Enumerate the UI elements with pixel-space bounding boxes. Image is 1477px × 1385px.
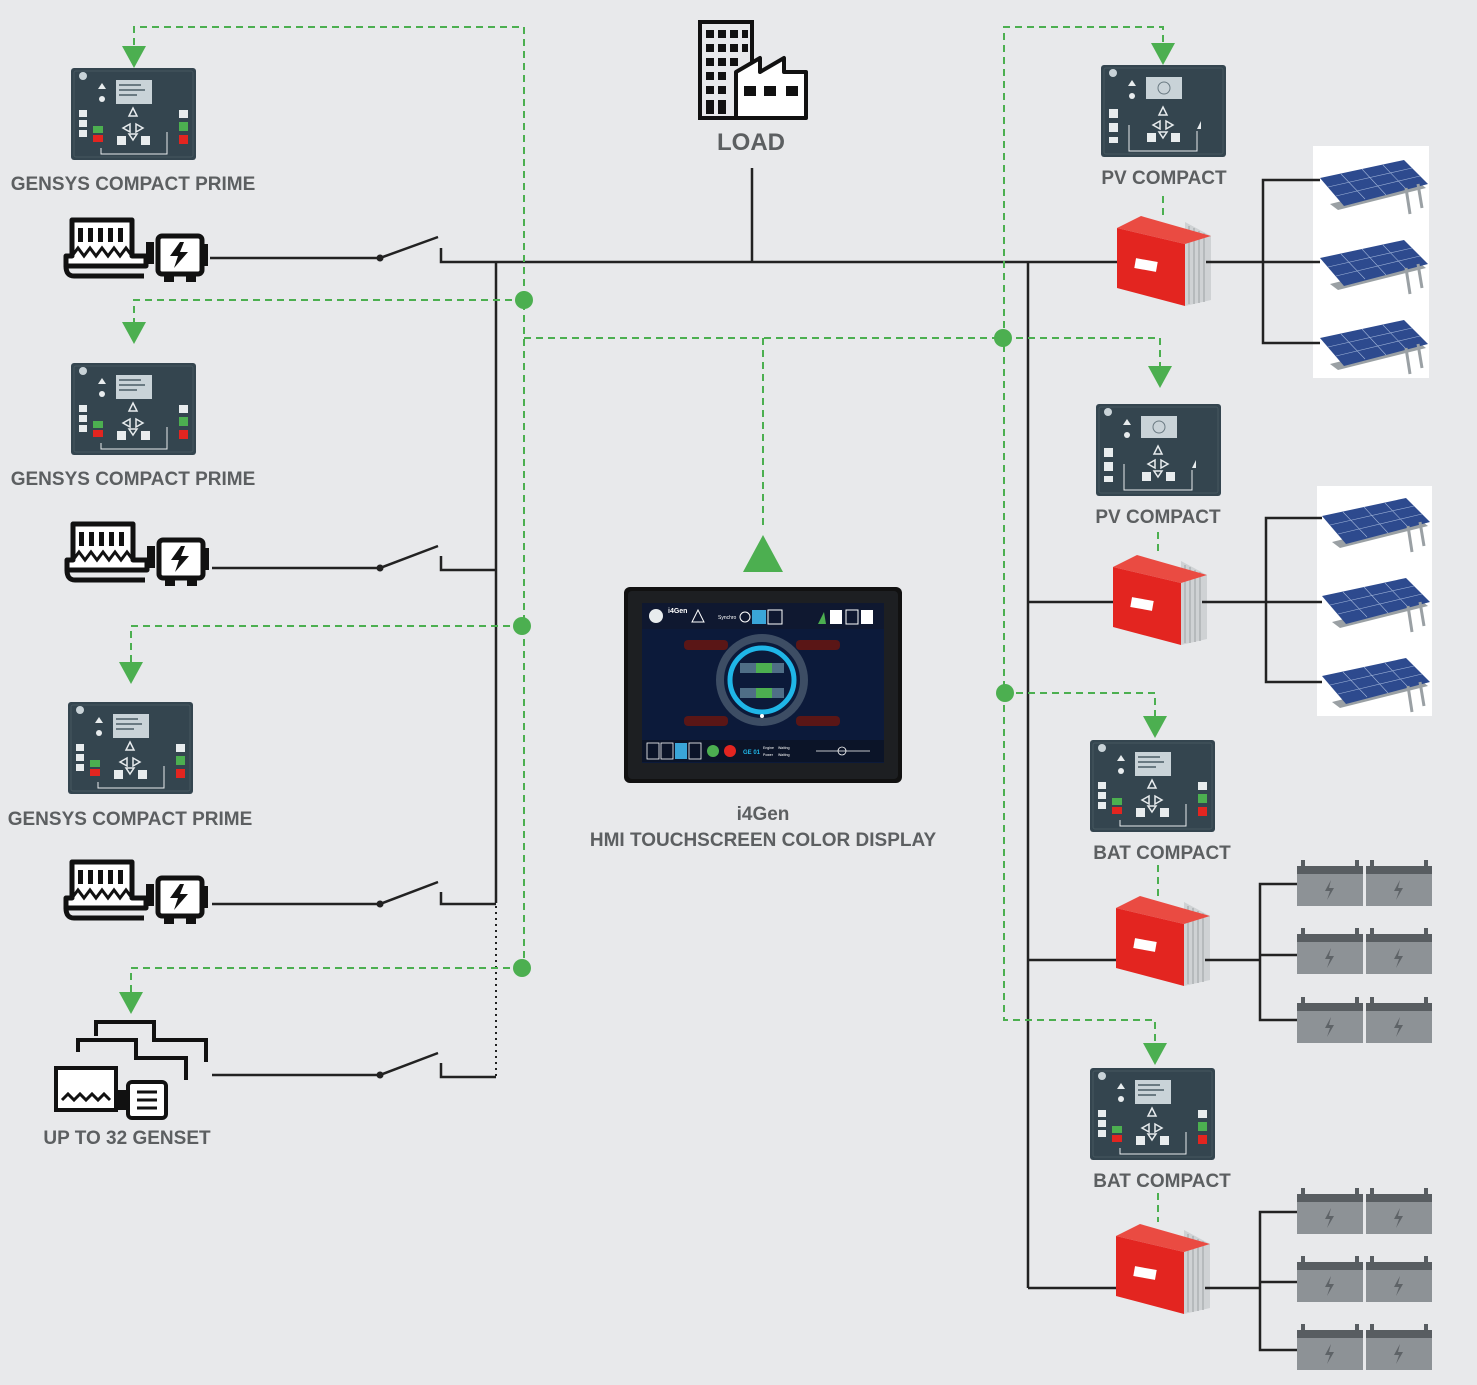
pv-label-1: PV COMPACT	[1101, 168, 1227, 189]
gensys-controller-1	[70, 67, 197, 161]
battery-icon	[1297, 860, 1363, 906]
battery-icon	[1366, 860, 1432, 906]
hmi-power-label: Power	[763, 753, 774, 757]
switch-pivots	[376, 254, 384, 1079]
main-bus	[496, 168, 1124, 1290]
hmi-name: i4Gen	[737, 804, 790, 825]
comm-arrows	[119, 43, 1175, 1065]
hmi-genset-id: GE 01	[743, 750, 761, 756]
building-factory-icon	[698, 20, 808, 120]
bat-controller-2	[1089, 1067, 1216, 1161]
hmi-tab: Synchro	[718, 615, 737, 621]
battery-icon	[1366, 997, 1432, 1043]
battery-links-2	[1205, 1210, 1298, 1352]
battery-icon	[1366, 1256, 1432, 1302]
battery-links-1	[1205, 882, 1298, 1022]
hmi-subtitle: HMI TOUCHSCREEN COLOR DISPLAY	[590, 830, 937, 851]
battery-icon	[1297, 1324, 1363, 1370]
gensys-label-1: GENSYS COMPACT PRIME	[11, 174, 256, 195]
load-label: LOAD	[717, 129, 785, 156]
battery-icon	[1297, 928, 1363, 974]
battery-icon	[1366, 1188, 1432, 1234]
battery-icon	[1366, 1324, 1432, 1370]
hmi-power-state: Waiting	[778, 753, 790, 757]
hmi-brand: i4Gen	[668, 608, 687, 615]
pv-controller-2	[1095, 403, 1222, 497]
generator-stack-icon	[54, 1020, 208, 1120]
bat-label-2: BAT COMPACT	[1093, 1171, 1231, 1192]
hmi-touchscreen: i4Gen Synchro GE 01 Engine Waiting Power…	[624, 587, 902, 783]
pv-label-2: PV COMPACT	[1095, 507, 1221, 528]
battery-icon	[1297, 1188, 1363, 1234]
multi-genset-label: UP TO 32 GENSET	[43, 1128, 211, 1149]
comm-network	[130, 26, 1164, 1222]
solar-links-1	[1206, 178, 1320, 345]
comm-nodes	[513, 291, 1014, 977]
bat-controller-1	[1089, 739, 1216, 833]
gensys-label-2: GENSYS COMPACT PRIME	[11, 469, 256, 490]
hmi-engine-label: Engine	[763, 746, 774, 750]
pv-controller-1	[1100, 64, 1227, 158]
gensys-label-3: GENSYS COMPACT PRIME	[8, 809, 253, 830]
battery-icon	[1297, 1256, 1363, 1302]
bat-label-1: BAT COMPACT	[1093, 843, 1231, 864]
hmi-engine-state: Waiting	[778, 746, 790, 750]
gensys-controller-3	[67, 701, 194, 795]
gensys-controller-2	[70, 362, 197, 456]
battery-icon	[1366, 928, 1432, 974]
genset-bus	[210, 235, 498, 1079]
solar-links-2	[1202, 516, 1322, 684]
battery-icon	[1297, 997, 1363, 1043]
